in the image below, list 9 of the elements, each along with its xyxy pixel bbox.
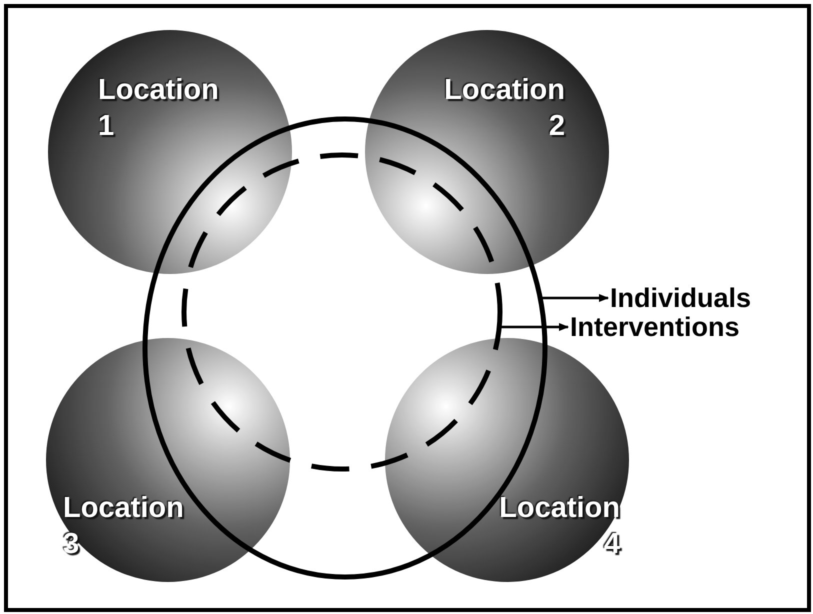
label-text: Interventions [570, 312, 740, 342]
location-label: Location 2 [443, 73, 565, 144]
location-label: Location 3 [63, 491, 185, 562]
arrow [542, 294, 609, 302]
label-text: Individuals [610, 283, 752, 313]
arrow [501, 323, 569, 331]
location-label: Location 4 [485, 490, 620, 562]
dashed-ring [182, 152, 502, 472]
location-label: Location 1 [98, 73, 220, 144]
